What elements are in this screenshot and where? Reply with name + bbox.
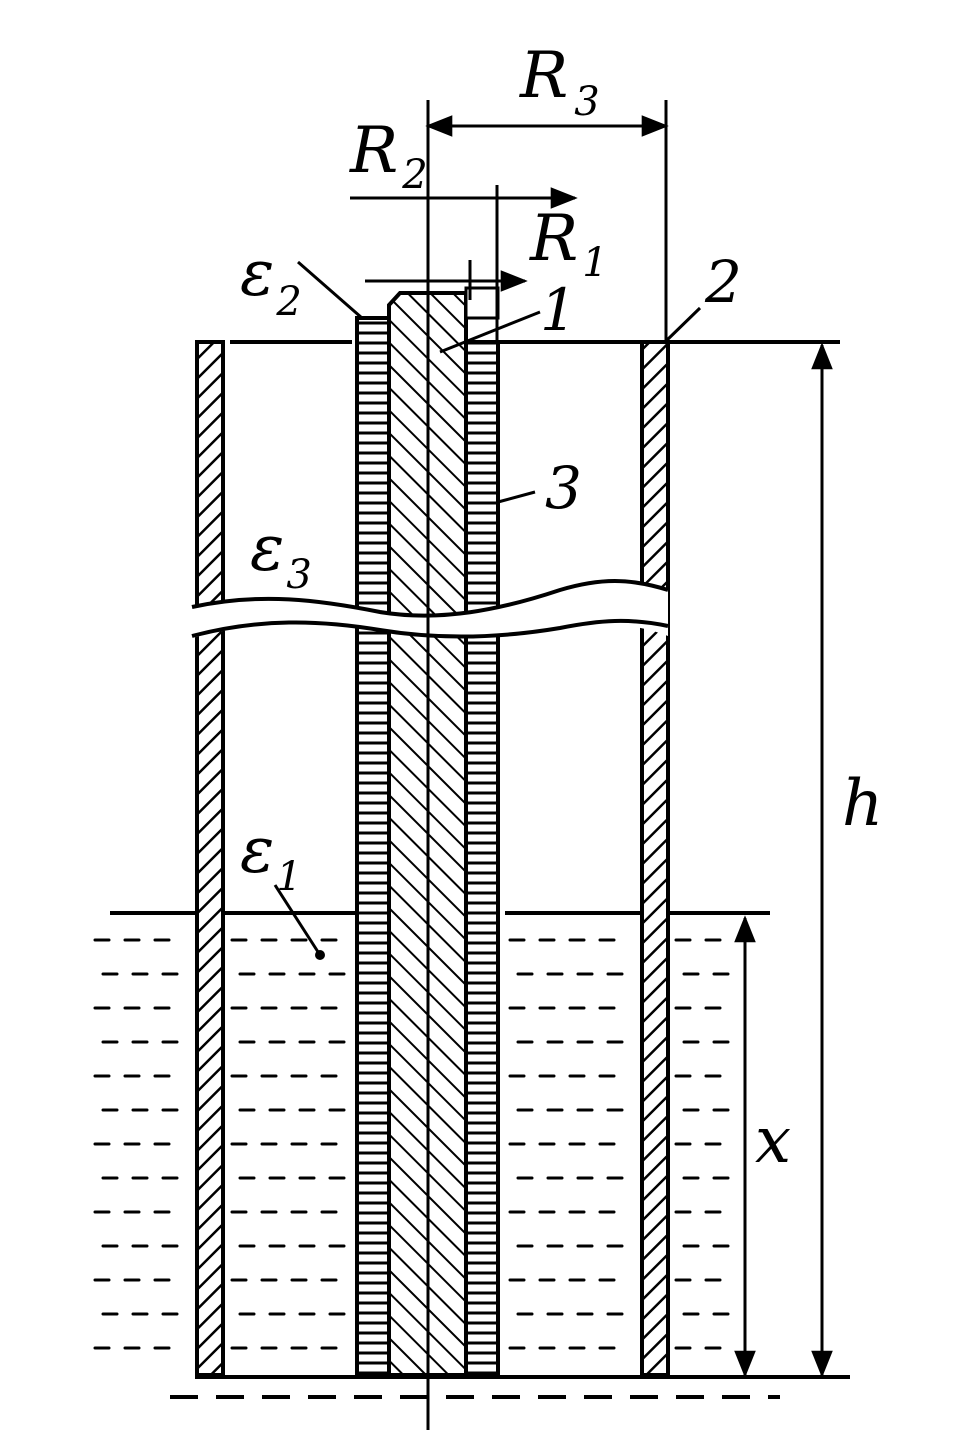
- eps2-leader: [297, 260, 363, 320]
- outer-tube: [195, 340, 670, 1377]
- h-label: h: [842, 767, 883, 841]
- x-label: x: [755, 1104, 791, 1178]
- outer-tube-wall-right: [640, 340, 670, 1377]
- eps1-label: ε1: [240, 814, 302, 900]
- liquid: [93, 911, 770, 1350]
- break-cut-bottom: [191, 618, 669, 639]
- eps2-label: ε2: [240, 237, 302, 325]
- insulation-left: [355, 316, 391, 1377]
- label-3: 3: [545, 454, 582, 522]
- insulation-right: [464, 340, 500, 1377]
- label-3-leader: [497, 490, 536, 504]
- break-cut-top: [191, 579, 669, 618]
- insulation-layer: [355, 316, 500, 1377]
- eps3-label: ε3: [250, 512, 312, 598]
- label-1: 1: [540, 276, 577, 344]
- eps1-point: [315, 950, 325, 960]
- label-2-leader: [663, 306, 702, 344]
- label-1-leader: [439, 310, 541, 354]
- eps1-leader: [273, 884, 322, 956]
- outer-tube-wall-left: [195, 340, 225, 1377]
- liquid-dashes: [93, 938, 730, 1350]
- label-2: 2: [704, 248, 742, 316]
